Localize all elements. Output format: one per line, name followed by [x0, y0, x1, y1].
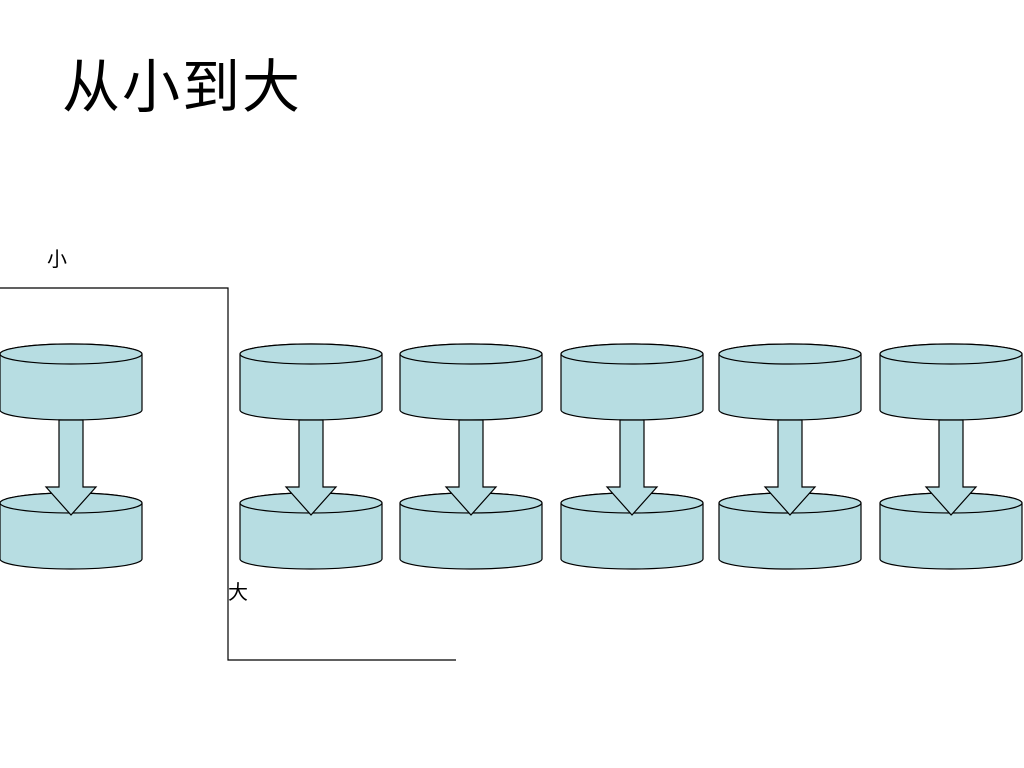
unit-group	[560, 343, 704, 570]
label-small: 小	[47, 247, 67, 271]
top-cylinder	[399, 343, 543, 421]
down-arrow	[284, 419, 338, 516]
top-cylinder	[718, 343, 862, 421]
bracket-line	[0, 287, 456, 661]
top-cylinder	[560, 343, 704, 421]
top-cylinder	[239, 343, 383, 421]
unit-group	[718, 343, 862, 570]
down-arrow	[44, 419, 98, 516]
units-layer	[0, 343, 1023, 570]
down-arrow	[924, 419, 978, 516]
slide-title: 从小到大	[62, 53, 303, 121]
unit-group	[0, 343, 143, 570]
unit-group	[239, 343, 383, 570]
down-arrow	[605, 419, 659, 516]
bottom-cylinder	[239, 492, 383, 570]
down-arrow	[444, 419, 498, 516]
down-arrow	[763, 419, 817, 516]
unit-group	[399, 343, 543, 570]
label-large: 大	[228, 580, 248, 604]
unit-group	[879, 343, 1023, 570]
top-cylinder	[0, 343, 143, 421]
top-cylinder	[879, 343, 1023, 421]
